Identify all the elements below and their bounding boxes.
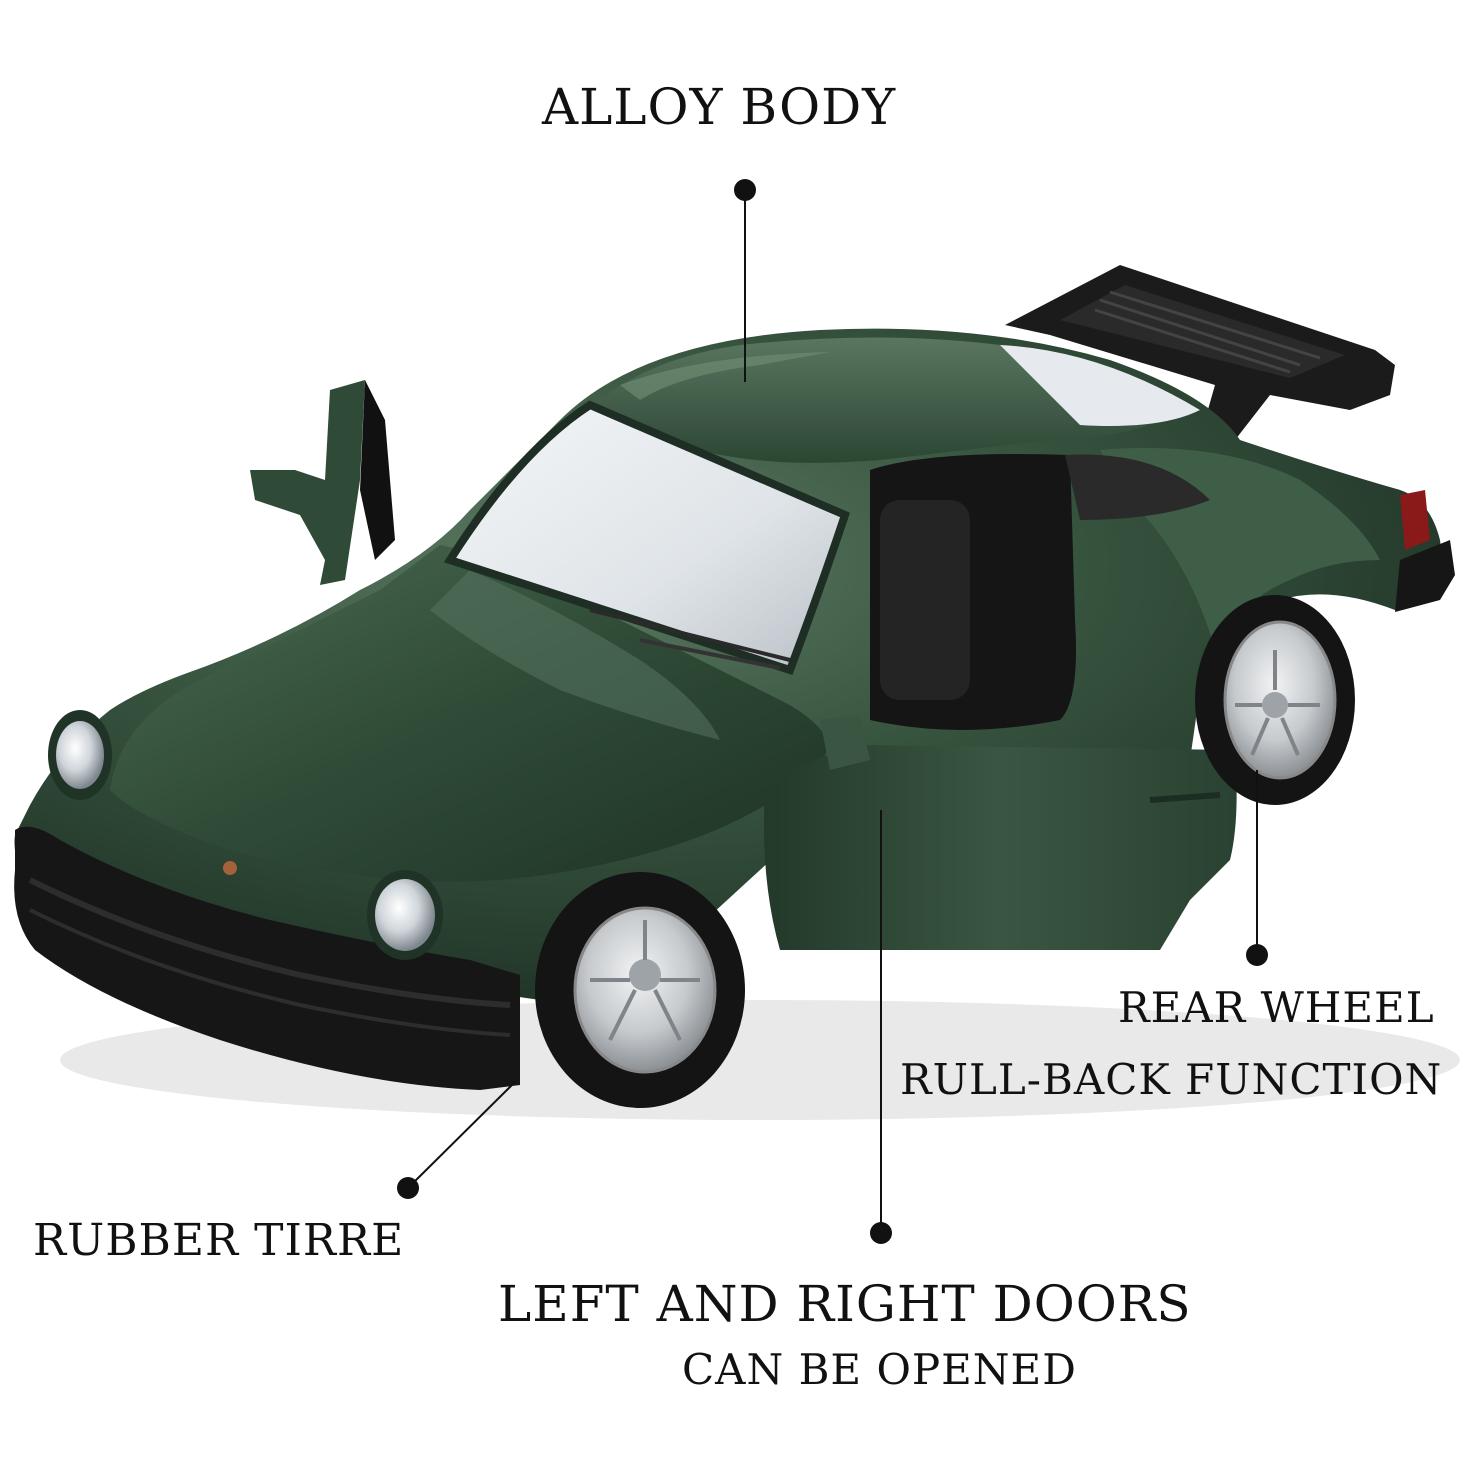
rear-spoiler bbox=[1005, 265, 1395, 440]
callout-rear-wheel bbox=[1246, 770, 1268, 966]
label-doors-line2: CAN BE OPENED bbox=[682, 1345, 1077, 1394]
label-alloy-body: ALLOY BODY bbox=[542, 78, 897, 136]
left-door-open bbox=[250, 380, 395, 585]
label-rear-wheel-line2: RULL-BACK FUNCTION bbox=[900, 1055, 1443, 1104]
door-opening bbox=[870, 345, 1210, 730]
label-doors-line1: LEFT AND RIGHT DOORS bbox=[498, 1275, 1192, 1333]
front-wheel bbox=[535, 872, 745, 1108]
rear-wheel bbox=[1195, 595, 1355, 805]
callout-doors bbox=[870, 810, 892, 1244]
callout-alloy-body bbox=[734, 179, 756, 382]
windshield bbox=[443, 400, 850, 675]
right-door-open bbox=[764, 715, 1237, 950]
label-rubber-tire: RUBBER TIRRE bbox=[33, 1215, 405, 1266]
headlamp-right bbox=[367, 870, 443, 960]
callout-rubber-tire bbox=[397, 1081, 516, 1199]
label-rear-wheel-line1: REAR WHEEL bbox=[1118, 983, 1435, 1032]
headlamp-left bbox=[48, 710, 112, 800]
hood-emblem bbox=[223, 861, 237, 875]
